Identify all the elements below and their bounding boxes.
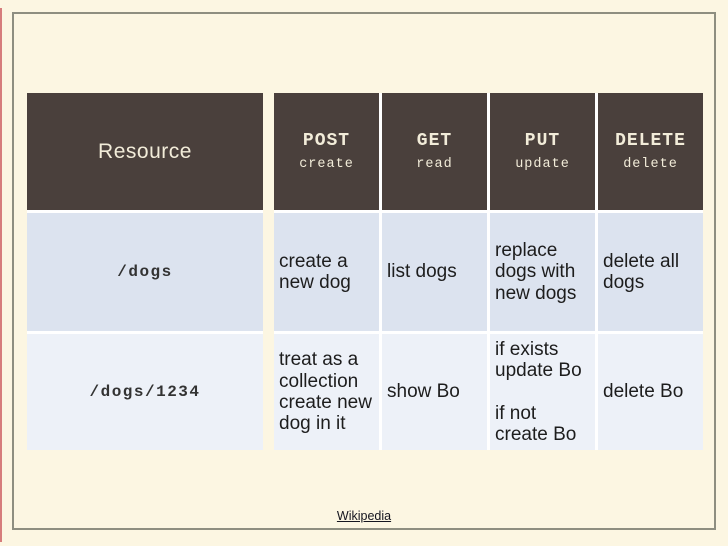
resource-header-cell: Resource <box>27 93 263 210</box>
resource-column: Resource /dogs /dogs/1234 <box>27 93 263 450</box>
resource-header-label: Resource <box>98 139 192 163</box>
methods-table: POST create GET read PUT update DELETE d… <box>274 93 703 450</box>
method-verb-create: create <box>299 157 354 172</box>
cell-dogs-1234-get: show Bo <box>382 334 487 450</box>
method-name-get: GET <box>416 131 453 151</box>
cell-dogs-put: replace dogs with new dogs <box>490 213 595 331</box>
method-verb-read: read <box>416 157 453 172</box>
left-edge-accent-bar <box>0 8 2 542</box>
header-cell-delete: DELETE delete <box>598 93 703 210</box>
cell-dogs-1234-delete: delete Bo <box>598 334 703 450</box>
cell-dogs-get: list dogs <box>382 213 487 331</box>
cell-dogs-1234-put: if exists update Bo if not create Bo <box>490 334 595 450</box>
method-verb-delete: delete <box>623 157 678 172</box>
source-attribution: Wikipedia <box>0 509 728 523</box>
wikipedia-link[interactable]: Wikipedia <box>336 509 392 523</box>
resource-cell-dogs: /dogs <box>27 213 263 331</box>
method-name-put: PUT <box>524 131 561 151</box>
header-cell-put: PUT update <box>490 93 595 210</box>
resource-cell-dogs-1234: /dogs/1234 <box>27 334 263 450</box>
cell-dogs-delete: delete all dogs <box>598 213 703 331</box>
header-cell-get: GET read <box>382 93 487 210</box>
header-cell-post: POST create <box>274 93 379 210</box>
method-name-post: POST <box>302 131 351 151</box>
cell-dogs-post: create a new dog <box>274 213 379 331</box>
slide-border-frame <box>12 12 716 530</box>
method-name-delete: DELETE <box>615 131 686 151</box>
method-verb-update: update <box>515 157 570 172</box>
cell-dogs-1234-post: treat as a collection create new dog in … <box>274 334 379 450</box>
